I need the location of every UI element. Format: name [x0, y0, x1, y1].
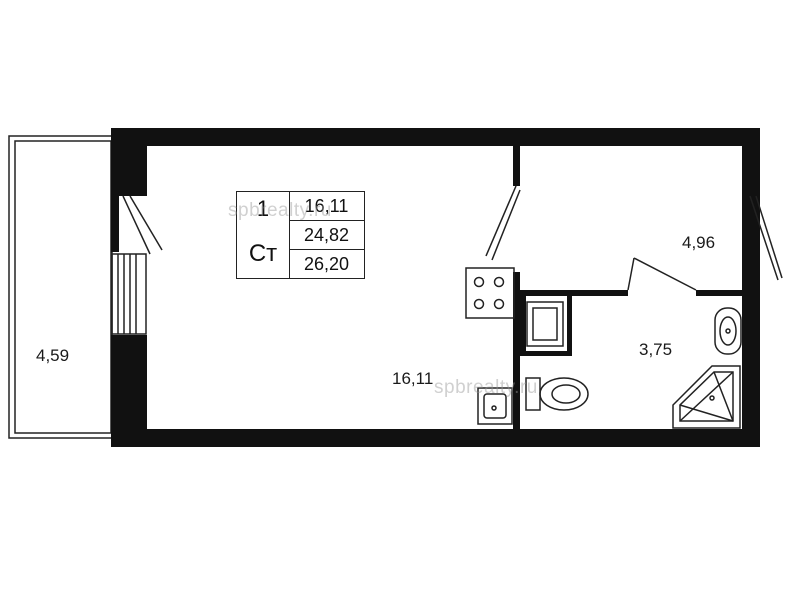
legend-rooms-cell: 1 Ст: [237, 192, 290, 278]
total-area-with-balcony: 26,20: [303, 254, 350, 274]
interior-door-swings: [485, 185, 783, 291]
flat-type: Ст: [248, 240, 278, 267]
balcony-steps: [111, 253, 147, 335]
interior-walls: [513, 146, 760, 432]
washbasin: [714, 307, 742, 355]
hall-area-label: 4,96: [682, 233, 716, 252]
exterior-walls: [111, 128, 760, 447]
living-area: 16,11: [289, 192, 364, 221]
kitchen-sink: [477, 387, 513, 425]
balcony-area-label: 4,59: [36, 346, 70, 365]
bathroom-area-label: 3,75: [639, 340, 673, 359]
shower-tray: [672, 365, 741, 429]
stove: [465, 267, 515, 319]
rooms-count: 1: [256, 196, 270, 221]
balcony-door-swing: [122, 195, 163, 255]
washing-machine: [526, 301, 564, 347]
main-room-area-label: 16,11: [392, 369, 434, 388]
balcony: [8, 135, 113, 439]
apartment-legend: 1 Ст 16,11 24,82 26,20: [236, 191, 365, 279]
toilet: [525, 377, 589, 411]
total-area: 24,82: [289, 221, 364, 250]
